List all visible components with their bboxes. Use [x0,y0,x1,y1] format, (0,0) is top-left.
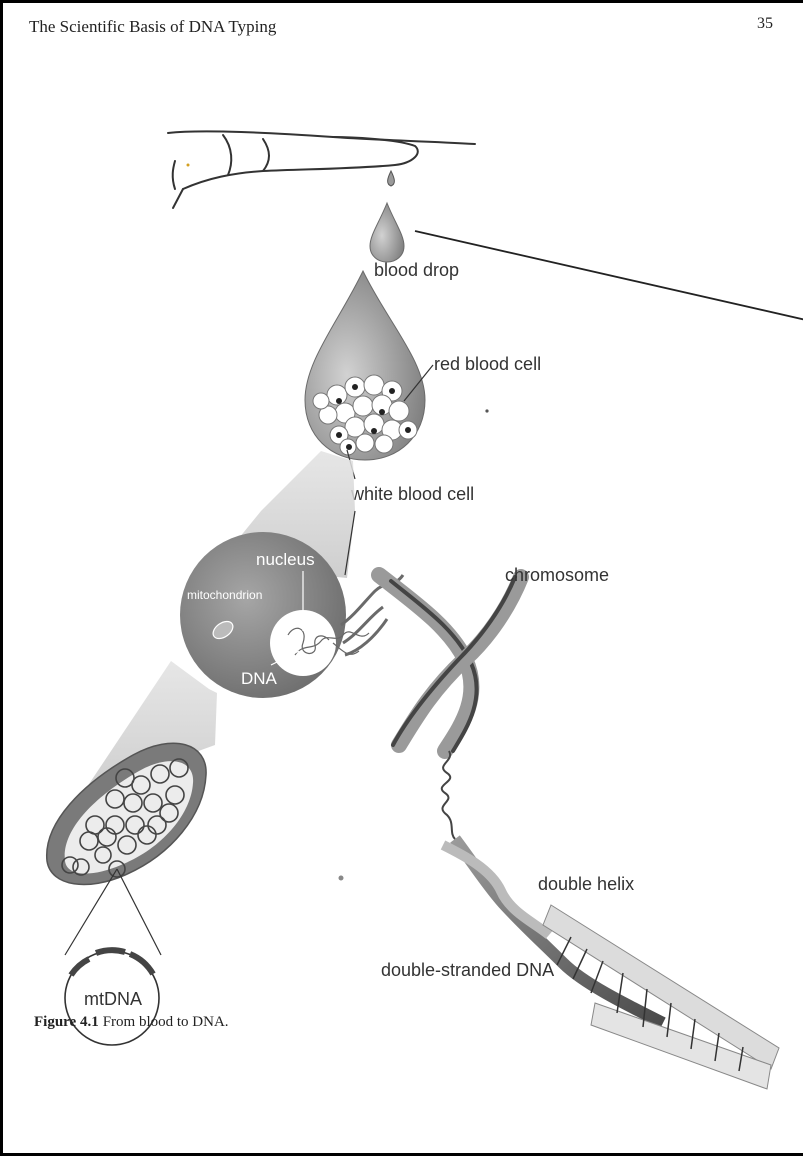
blood-drop-shape [370,203,404,262]
pointer-line [415,231,803,320]
label-chromosome: chromosome [505,565,609,585]
mitochondrion-magnified [47,743,206,884]
label-dna: DNA [241,669,278,688]
label-double-helix: double helix [538,874,634,894]
dna-coil [442,751,455,839]
label-mitochondrion: mitochondrion [187,588,262,602]
figure-number: Figure 4.1 [34,1014,99,1030]
label-double-stranded-dna: double-stranded DNA [381,960,554,980]
dna-ladder [543,905,779,1089]
blood-to-dna-figure: blood drop red blood cell white blood ce… [3,3,803,1156]
label-blood-drop: blood drop [374,260,459,280]
finger-illustration [168,131,475,208]
figure-caption-text: From blood to DNA. [103,1014,229,1030]
chromosome-shape [379,575,521,751]
figure-caption: Figure 4.1From blood to DNA. [34,1014,229,1031]
label-red-blood-cell: red blood cell [434,354,541,374]
label-mtdna: mtDNA [84,989,142,1009]
label-nucleus: nucleus [256,550,315,569]
label-white-blood-cell: white blood cell [350,484,474,504]
